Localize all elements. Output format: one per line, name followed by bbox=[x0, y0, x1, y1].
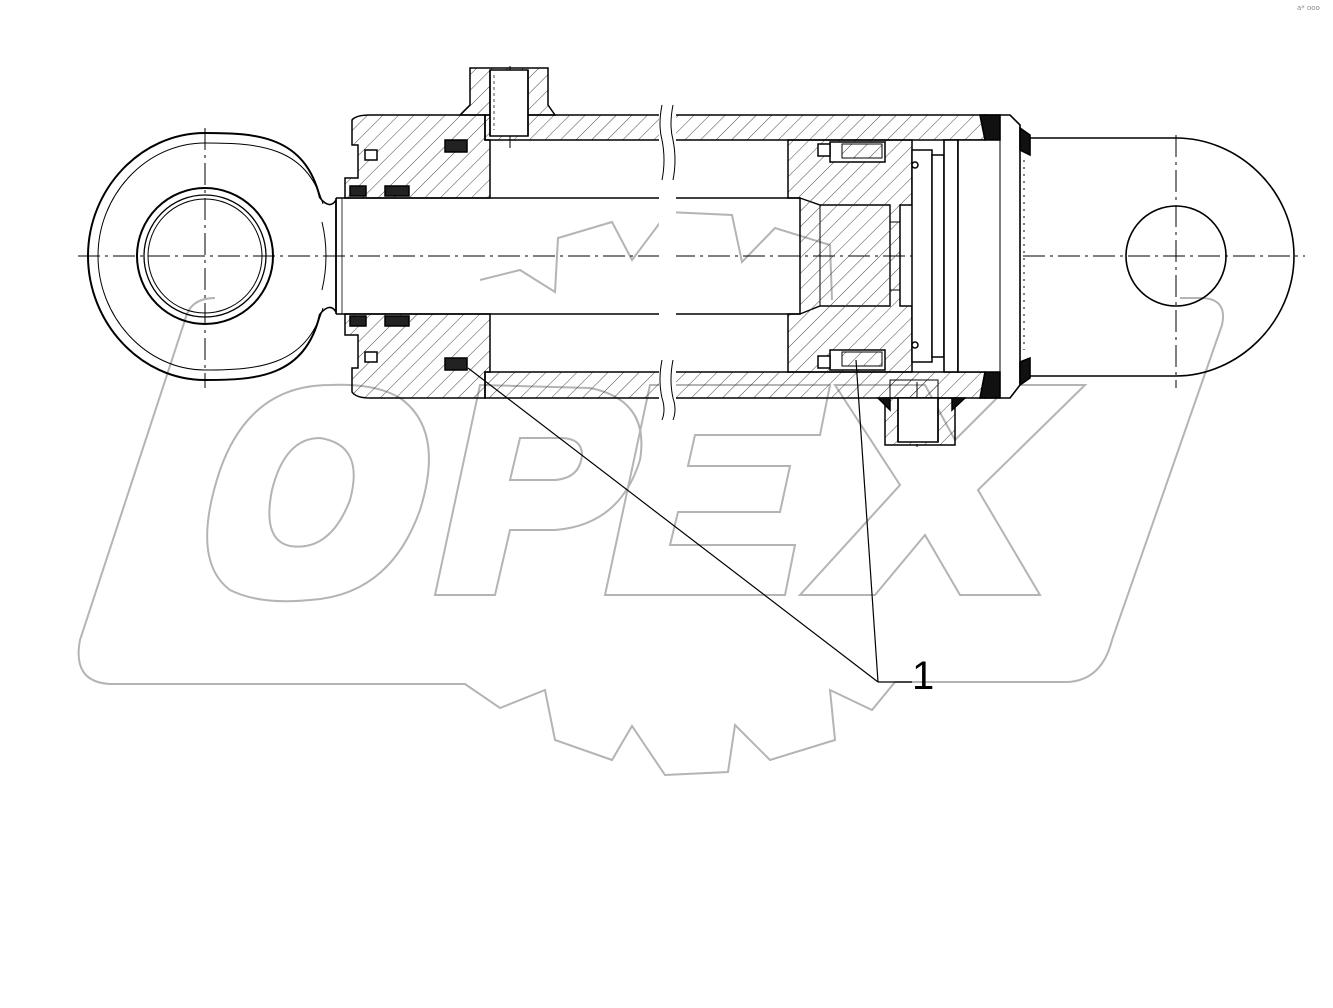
bottom-port-fitting bbox=[876, 379, 967, 446]
callout-leader-lines bbox=[467, 359, 912, 683]
end-cap bbox=[943, 114, 1295, 399]
top-port-fitting bbox=[458, 67, 557, 137]
opex-watermark-logo bbox=[77, 210, 1224, 777]
corner-mark: a* ooo bbox=[1297, 4, 1320, 12]
callout-label-1: 1 bbox=[912, 654, 935, 698]
gland-head bbox=[344, 114, 491, 399]
piston bbox=[787, 139, 945, 373]
rod-eye bbox=[86, 131, 337, 382]
